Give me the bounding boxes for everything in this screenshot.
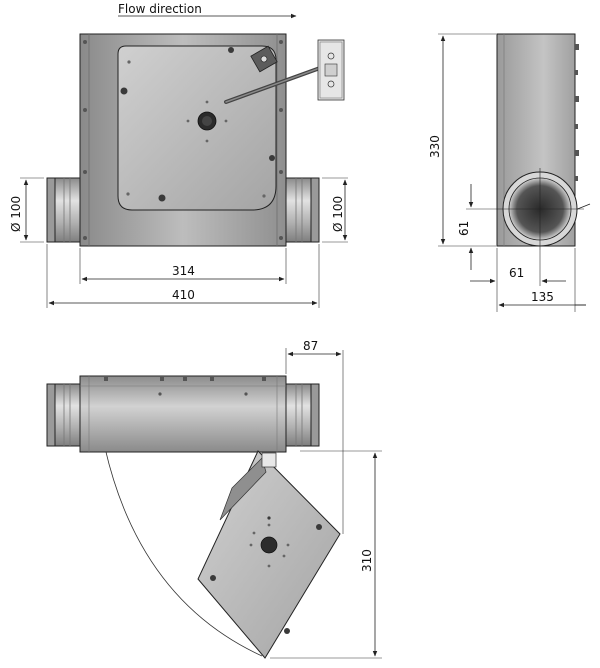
side-view: 330 61 61 135 [428, 33, 591, 312]
left-spigot [46, 177, 84, 243]
height-side-label: 330 [428, 135, 442, 158]
service-panel [117, 45, 277, 211]
top-left-spigot [46, 383, 84, 447]
flow-direction-label: Flow direction [118, 2, 202, 16]
opened-panel [197, 450, 341, 659]
side-offset-horizontal-label: 61 [509, 266, 524, 280]
terminal-box [317, 39, 345, 101]
side-depth-label: 135 [531, 290, 554, 304]
width-inner-label: 314 [172, 264, 195, 278]
housing-top [79, 375, 287, 453]
cable-gland [250, 45, 278, 73]
panel-screws [126, 58, 266, 198]
opened-panel-screws [249, 523, 290, 568]
front-view: Flow direction [9, 2, 348, 308]
frame-screws [83, 40, 283, 240]
width-total-label: 410 [172, 288, 195, 302]
top-fittings [104, 377, 266, 396]
opened-panel-hub [260, 536, 278, 554]
swing-arc [104, 447, 263, 657]
top-height-label: 310 [360, 549, 374, 572]
side-offset-vertical-label: 61 [457, 221, 471, 236]
top-view: 87 310 [46, 339, 382, 659]
top-offset-label: 87 [303, 339, 318, 353]
diameter-right-label: Ø 100 [331, 196, 345, 232]
diameter-left-label: Ø 100 [9, 196, 23, 232]
top-right-spigot [282, 383, 320, 447]
panel-fittings [120, 47, 275, 202]
panel-hinge [261, 452, 277, 468]
right-spigot [282, 177, 320, 243]
side-fittings [575, 44, 579, 181]
